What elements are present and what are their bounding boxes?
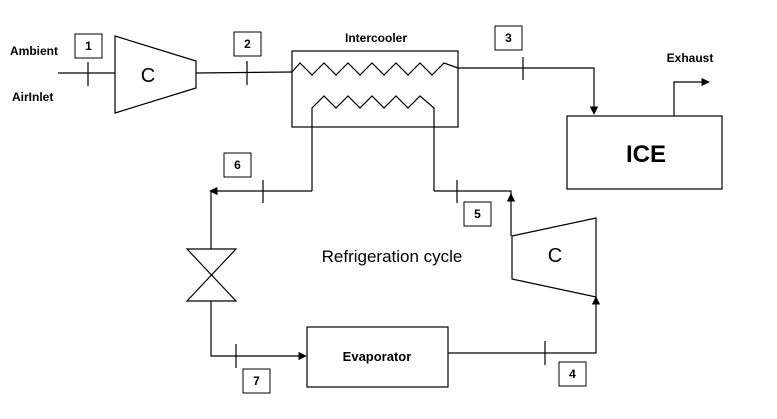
state-2-label: 2 — [244, 37, 251, 51]
evaporator-label: Evaporator — [343, 349, 412, 364]
intercooler-to-ice-line — [458, 67, 599, 115]
line-4 — [448, 296, 601, 354]
state-2-box — [233, 31, 262, 57]
intercooler-refrigerant-coil — [311, 95, 435, 191]
evaporator-box — [306, 326, 449, 388]
state-6-box — [223, 152, 252, 178]
main-compressor-shape — [114, 35, 197, 114]
state-4-box — [558, 361, 587, 387]
state-3-label: 3 — [505, 31, 512, 45]
exhaust-line — [673, 77, 710, 116]
exhaust-label: Exhaust — [667, 51, 714, 65]
state-7-box — [242, 368, 271, 394]
ice-box — [566, 115, 723, 190]
compressor-outlet-line — [195, 71, 293, 74]
state-5-label: 5 — [474, 207, 481, 221]
main-compressor-label: C — [141, 65, 155, 87]
state-1-box — [74, 33, 103, 59]
line-5 — [434, 190, 512, 196]
air-inlet-label: AirInlet — [12, 90, 53, 104]
refrigeration-compressor-label: C — [548, 245, 562, 267]
state-7-label: 7 — [253, 374, 260, 388]
intercooler-box — [291, 50, 459, 128]
refrigeration-compressor-shape — [511, 217, 597, 298]
refrigeration-cycle-label: Refrigeration cycle — [322, 247, 463, 266]
state-1-label: 1 — [85, 39, 92, 53]
intercooler-label: Intercooler — [345, 31, 407, 45]
state-5-box — [463, 201, 492, 227]
expansion-valve-icon — [185, 248, 238, 302]
line-7 — [210, 301, 307, 361]
state-6-label: 6 — [234, 158, 241, 172]
intercooler-air-coil — [291, 62, 459, 76]
ice-label: ICE — [626, 141, 666, 168]
state-3-box — [494, 25, 523, 51]
state-4-label: 4 — [569, 367, 576, 381]
ambient-label: Ambient — [10, 44, 58, 58]
